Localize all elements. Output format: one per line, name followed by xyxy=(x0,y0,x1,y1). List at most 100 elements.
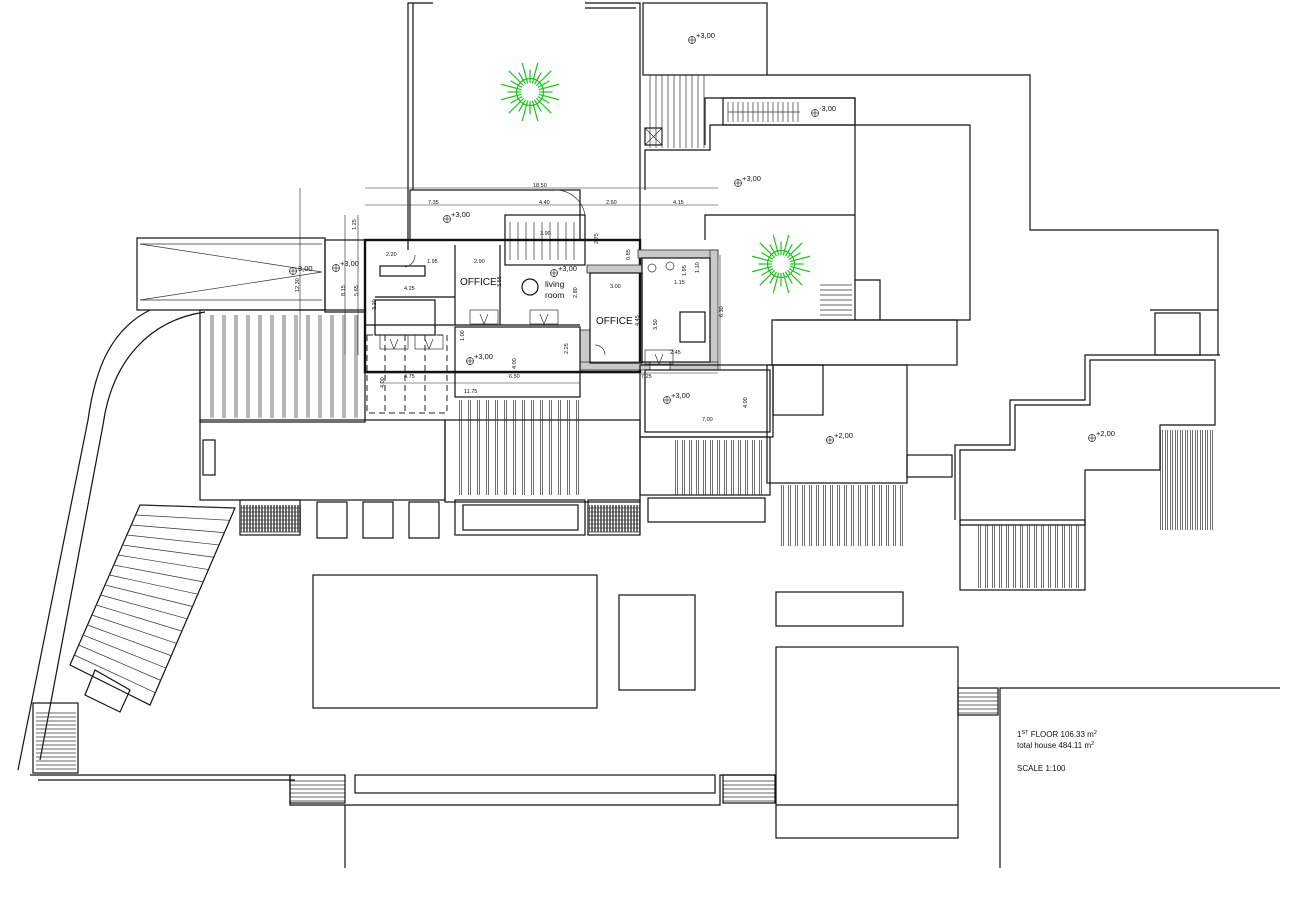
tree-branch xyxy=(782,234,790,256)
tree-branch xyxy=(508,70,525,87)
pergola-dashed xyxy=(366,334,448,414)
svg-text:+3,00: +3,00 xyxy=(696,31,715,40)
dimension-label: 6.50 xyxy=(509,374,520,380)
dimension-label: 6.30 xyxy=(719,306,725,317)
tree-branch xyxy=(510,95,523,104)
tree-branch xyxy=(788,252,801,261)
wardrobe-door xyxy=(539,313,549,325)
room-label-room: room xyxy=(545,290,564,300)
tree-branch xyxy=(518,99,527,112)
dimension-label: 5.65 xyxy=(354,285,360,296)
dimension-label: 4.45 xyxy=(635,315,641,326)
dimension-label: 0.85 xyxy=(626,249,632,260)
scale-label: SCALE 1:100 xyxy=(1017,764,1066,773)
outer-walls xyxy=(407,2,1219,355)
dimension-label: 2.25 xyxy=(564,343,570,354)
tree-branch xyxy=(786,269,803,286)
wardrobe xyxy=(414,334,444,350)
dimension-label: 4.40 xyxy=(539,200,550,206)
wardrobe-door xyxy=(389,338,399,350)
dimension-label: 7.25 xyxy=(641,374,652,380)
wardrobe-door xyxy=(479,313,489,325)
svg-text:+3,00: +3,00 xyxy=(671,391,690,400)
svg-text:+3,00: +3,00 xyxy=(474,352,493,361)
stair-tread xyxy=(131,524,225,533)
tree-branch xyxy=(761,252,774,261)
tree-icon xyxy=(751,234,811,294)
dimension-labels: 18.50 7.35 4.40 2.60 4.15 3.90 2.20 1.95… xyxy=(295,183,749,423)
dimension-label: 4.15 xyxy=(673,200,684,206)
svg-text:-3,00: -3,00 xyxy=(819,104,836,113)
svg-text:+3,00: +3,00 xyxy=(451,210,470,219)
stair-tread xyxy=(91,614,177,644)
dimension-label: 2.90 xyxy=(474,259,485,265)
wardrobes xyxy=(379,309,674,365)
dimension-label: 3.20 xyxy=(372,299,378,310)
dimension-label: 2.80 xyxy=(573,287,579,298)
tree-branch xyxy=(500,83,522,91)
dimension-label: 4.00 xyxy=(380,377,386,388)
tree-branch xyxy=(751,255,773,263)
tree-branch xyxy=(789,265,811,273)
tree-branch xyxy=(535,97,552,114)
tree-branch xyxy=(533,72,542,85)
level-marker: +3,00 xyxy=(443,210,470,223)
svg-text:+3,00: +3,00 xyxy=(742,174,761,183)
dimension-label: 7.35 xyxy=(428,200,439,206)
tree-branch xyxy=(531,100,539,122)
tree-branch xyxy=(784,271,793,284)
dimension-label: 8.15 xyxy=(341,285,347,296)
dimension-label: 3.00 xyxy=(610,284,621,290)
svg-text:+2,00: +2,00 xyxy=(1096,429,1115,438)
stair-tread xyxy=(118,554,209,570)
tree-branch xyxy=(769,271,778,284)
stair-tread xyxy=(104,584,193,607)
level-markers: +3,00 +3,00 3,00 +3,00 +3,00 +3,00 +3,00… xyxy=(289,31,1115,444)
dimension-label: 4.75 xyxy=(404,374,415,380)
tree-branch xyxy=(508,97,525,114)
dimension-label: 1.95 xyxy=(682,265,688,276)
level-marker: +3,00 xyxy=(688,31,715,44)
wardrobe-door xyxy=(654,353,664,365)
stair-tread xyxy=(82,634,167,669)
tree-branch xyxy=(510,80,523,89)
level-marker: 3,00 xyxy=(289,264,313,275)
svg-text:+3,00: +3,00 xyxy=(340,259,359,268)
level-marker: +3,00 xyxy=(332,259,359,272)
stair-tread xyxy=(74,654,156,694)
tree-branch xyxy=(788,267,801,276)
tree-branch xyxy=(751,265,773,273)
dimension-label: 2.45 xyxy=(670,350,681,356)
stairs xyxy=(509,75,852,316)
level-marker: +2,00 xyxy=(826,431,853,444)
room-label-office: OFFICE xyxy=(460,277,497,288)
stair-tread xyxy=(122,544,214,558)
tree-branch xyxy=(518,72,527,85)
level-marker: -3,00 xyxy=(811,104,836,117)
diagonal-staircase xyxy=(32,504,236,774)
dimension-label: 1.00 xyxy=(460,330,466,341)
dimension-label: 3.65 xyxy=(497,276,503,287)
level-marker: +3,00 xyxy=(466,352,493,365)
dimension-label: 2.60 xyxy=(606,200,617,206)
pergola-slats xyxy=(36,315,1213,802)
level-marker: +3,00 xyxy=(663,391,690,404)
total-house-area: total house 484.11 m2 xyxy=(1017,741,1094,750)
stair-tread xyxy=(78,644,161,681)
dimension-label: 1.15 xyxy=(674,280,685,286)
dimension-label: 4.00 xyxy=(743,397,749,408)
stair-tread xyxy=(109,574,198,595)
stair-tread xyxy=(139,504,236,509)
tree-branch xyxy=(537,80,550,89)
tree-branch xyxy=(761,267,774,276)
pool-and-ground xyxy=(30,574,1280,868)
first-floor-walls xyxy=(363,189,642,374)
left-walkway xyxy=(17,237,366,771)
dimension-label: 3.90 xyxy=(540,231,551,237)
dimension-lines xyxy=(299,187,721,384)
room-labels: OFFICE living room OFFICE xyxy=(460,277,633,327)
tree-branch xyxy=(759,269,776,286)
tree-branch xyxy=(772,234,780,256)
dimension-label: 2.75 xyxy=(594,233,600,244)
